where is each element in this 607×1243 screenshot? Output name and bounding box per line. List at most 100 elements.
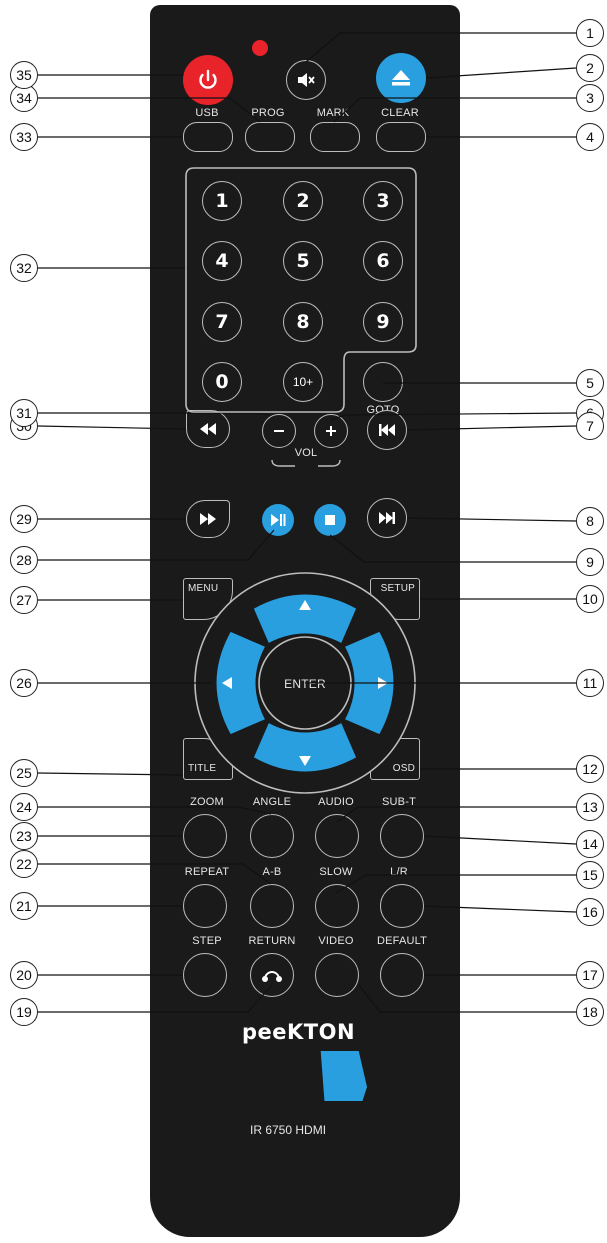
callout-33: 33 <box>10 123 38 151</box>
num-5-button[interactable]: 5 <box>283 241 323 281</box>
model-number: IR 6750 HDMI <box>250 1123 327 1137</box>
clear-button[interactable] <box>376 122 426 152</box>
audio-button[interactable] <box>315 814 359 858</box>
ab-label: A-B <box>262 866 282 878</box>
callout-35: 35 <box>10 61 38 89</box>
callout-15: 15 <box>576 861 604 889</box>
callout-32: 32 <box>10 254 38 282</box>
num-3-button[interactable]: 3 <box>363 181 403 221</box>
prog-button[interactable] <box>245 122 295 152</box>
slow-button[interactable] <box>315 884 359 928</box>
default-label: DEFAULT <box>376 935 428 947</box>
callout-9: 9 <box>576 548 604 576</box>
nav-up-button[interactable] <box>250 591 360 648</box>
callout-21: 21 <box>10 892 38 920</box>
return-label: RETURN <box>248 935 296 947</box>
fast-forward-icon <box>200 513 216 525</box>
num-1-button[interactable]: 1 <box>202 181 242 221</box>
goto-button[interactable] <box>363 362 403 402</box>
return-button[interactable] <box>250 953 294 997</box>
arrow-down-icon <box>299 756 311 766</box>
callout-26: 26 <box>10 669 38 697</box>
num-9-button[interactable]: 9 <box>363 302 403 342</box>
nav-left-button[interactable] <box>213 628 270 738</box>
zoom-label: ZOOM <box>190 796 224 808</box>
num-0-button[interactable]: 0 <box>202 362 242 402</box>
lr-label: L/R <box>390 866 408 878</box>
skip-forward-icon <box>379 512 395 524</box>
vol-label: VOL <box>294 447 318 459</box>
num-10plus-button[interactable]: 10+ <box>283 362 323 402</box>
return-icon <box>262 971 282 982</box>
usb-label: USB <box>195 107 219 119</box>
slow-label: SLOW <box>319 866 353 878</box>
step-button[interactable] <box>183 953 227 997</box>
mark-label: MARK <box>316 107 350 119</box>
repeat-label: REPEAT <box>184 866 230 878</box>
volume-down-button[interactable] <box>262 414 296 448</box>
num-2-button[interactable]: 2 <box>283 181 323 221</box>
video-label: VIDEO <box>318 935 354 947</box>
callout-7: 7 <box>576 412 604 440</box>
angle-label: ANGLE <box>252 796 292 808</box>
callout-4: 4 <box>576 123 604 151</box>
callout-13: 13 <box>576 793 604 821</box>
num-7-button[interactable]: 7 <box>202 302 242 342</box>
fast-forward-button[interactable] <box>186 500 230 538</box>
subt-label: SUB-T <box>382 796 416 808</box>
play-pause-icon <box>271 514 286 526</box>
callout-18: 18 <box>576 998 604 1026</box>
lr-button[interactable] <box>380 884 424 928</box>
num-6-button[interactable]: 6 <box>363 241 403 281</box>
callout-22: 22 <box>10 850 38 878</box>
callout-12: 12 <box>576 755 604 783</box>
callout-31: 31 <box>10 399 38 427</box>
volume-up-button[interactable] <box>314 414 348 448</box>
callout-29: 29 <box>10 505 38 533</box>
callout-14: 14 <box>576 830 604 858</box>
callout-34: 34 <box>10 84 38 112</box>
step-label: STEP <box>192 935 222 947</box>
default-button[interactable] <box>380 953 424 997</box>
angle-button[interactable] <box>250 814 294 858</box>
stop-icon <box>325 515 335 525</box>
rewind-button[interactable] <box>186 410 230 448</box>
menu-label: MENU <box>188 583 219 594</box>
callout-16: 16 <box>576 898 604 926</box>
plus-icon <box>326 426 336 436</box>
clear-label: CLEAR <box>381 107 419 119</box>
num-4-button[interactable]: 4 <box>202 241 242 281</box>
brand-logo: peeKTON <box>242 1020 356 1044</box>
subt-button[interactable] <box>380 814 424 858</box>
next-button[interactable] <box>367 498 407 538</box>
minus-icon <box>274 430 284 432</box>
mute-button[interactable] <box>286 60 326 100</box>
arrow-up-icon <box>299 600 311 610</box>
video-button[interactable] <box>315 953 359 997</box>
skip-back-icon <box>379 424 395 436</box>
setup-label: SETUP <box>380 583 415 594</box>
usb-button[interactable] <box>183 122 233 152</box>
arrow-left-icon <box>222 677 232 689</box>
repeat-button[interactable] <box>183 884 227 928</box>
num-8-button[interactable]: 8 <box>283 302 323 342</box>
mark-button[interactable] <box>310 122 360 152</box>
nav-down-button[interactable] <box>250 718 360 775</box>
callout-24: 24 <box>10 793 38 821</box>
mute-icon <box>298 73 315 87</box>
callout-19: 19 <box>10 998 38 1026</box>
previous-button[interactable] <box>367 410 407 450</box>
callout-17: 17 <box>576 961 604 989</box>
power-button[interactable] <box>183 55 233 105</box>
zoom-button[interactable] <box>183 814 227 858</box>
ab-button[interactable] <box>250 884 294 928</box>
play-pause-button[interactable] <box>262 504 294 536</box>
audio-label: AUDIO <box>318 796 354 808</box>
power-icon <box>199 69 217 89</box>
callout-27: 27 <box>10 586 38 614</box>
callout-2: 2 <box>576 54 604 82</box>
stop-button[interactable] <box>314 504 346 536</box>
prog-label: PROG <box>251 107 285 119</box>
eject-button[interactable] <box>376 53 426 103</box>
